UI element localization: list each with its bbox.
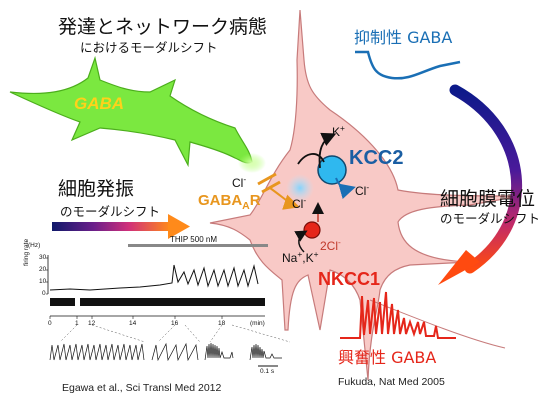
firing-rate-plot — [46, 244, 291, 367]
development-title: 発達とネットワーク病態 — [58, 16, 268, 38]
x-tick-1: 1 — [75, 320, 79, 327]
k-efflux-arrow — [318, 132, 337, 169]
development-subtitle: におけるモーダルシフト — [80, 40, 218, 55]
x-tick-0: 0 — [48, 320, 52, 327]
excitatory-gaba-label: 興奮性 GABA — [338, 348, 437, 367]
y-tick-0: 0 — [42, 290, 46, 297]
y-tick-10: 10 — [39, 278, 47, 285]
x-tick-12: 12 — [88, 320, 96, 327]
thip-label: THIP 500 nM — [170, 235, 217, 244]
nkcc1-transporter — [303, 221, 321, 239]
x-tick-16: 16 — [171, 320, 179, 327]
y-tick-30: 30 — [39, 254, 47, 261]
cl-minus-right-label: Cl- — [355, 182, 370, 198]
na-k-label: Na+,K+ — [282, 249, 319, 265]
x-tick-18: 18 — [218, 320, 226, 327]
gabaar-channel — [257, 172, 300, 210]
membrane-potential-subtitle: のモーダルシフト — [440, 211, 541, 226]
oscillation-title: 細胞発振 — [58, 178, 135, 200]
two-cl-label: 2Cl- — [320, 237, 341, 253]
oscillation-subtitle: のモーダルシフト — [60, 204, 161, 219]
k-plus-label: K+ — [332, 123, 345, 139]
gaba-interneuron — [9, 55, 266, 173]
x-unit-label: (min) — [250, 320, 265, 327]
cl-minus-center-label: Cl- — [292, 195, 307, 211]
kcc2-label: KCC2 — [349, 147, 404, 169]
gaba-cell-label: GABA — [74, 94, 125, 113]
hz-label: (Hz) — [28, 242, 41, 249]
inhibitory-trace — [355, 50, 461, 80]
cl-minus-left-label: Cl- — [232, 174, 247, 190]
oscillation-shift-arrow — [52, 214, 190, 239]
membrane-potential-title: 細胞膜電位 — [440, 188, 536, 210]
cl-efflux-arrow — [335, 177, 356, 199]
excitatory-trace — [340, 291, 456, 339]
membrane-shift-arrow — [438, 84, 523, 285]
citation-left: Egawa et al., Sci Transl Med 2012 — [62, 382, 222, 394]
inhibitory-gaba-label: 抑制性 GABA — [354, 28, 453, 47]
citation-right: Fukuda, Nat Med 2005 — [338, 376, 445, 388]
kcc2-input-arrow — [297, 153, 325, 165]
na-k-influx-arrow — [294, 230, 308, 253]
scale-bar-label: 0.1 s — [260, 368, 275, 375]
y-axis-label: firing rate — [23, 238, 30, 266]
nkcc1-label: NKCC1 — [318, 269, 381, 289]
x-tick-14: 14 — [129, 320, 137, 327]
kcc2-transporter — [317, 155, 347, 185]
gabaar-label: GABAAR — [198, 192, 261, 212]
y-tick-20: 20 — [39, 266, 47, 273]
